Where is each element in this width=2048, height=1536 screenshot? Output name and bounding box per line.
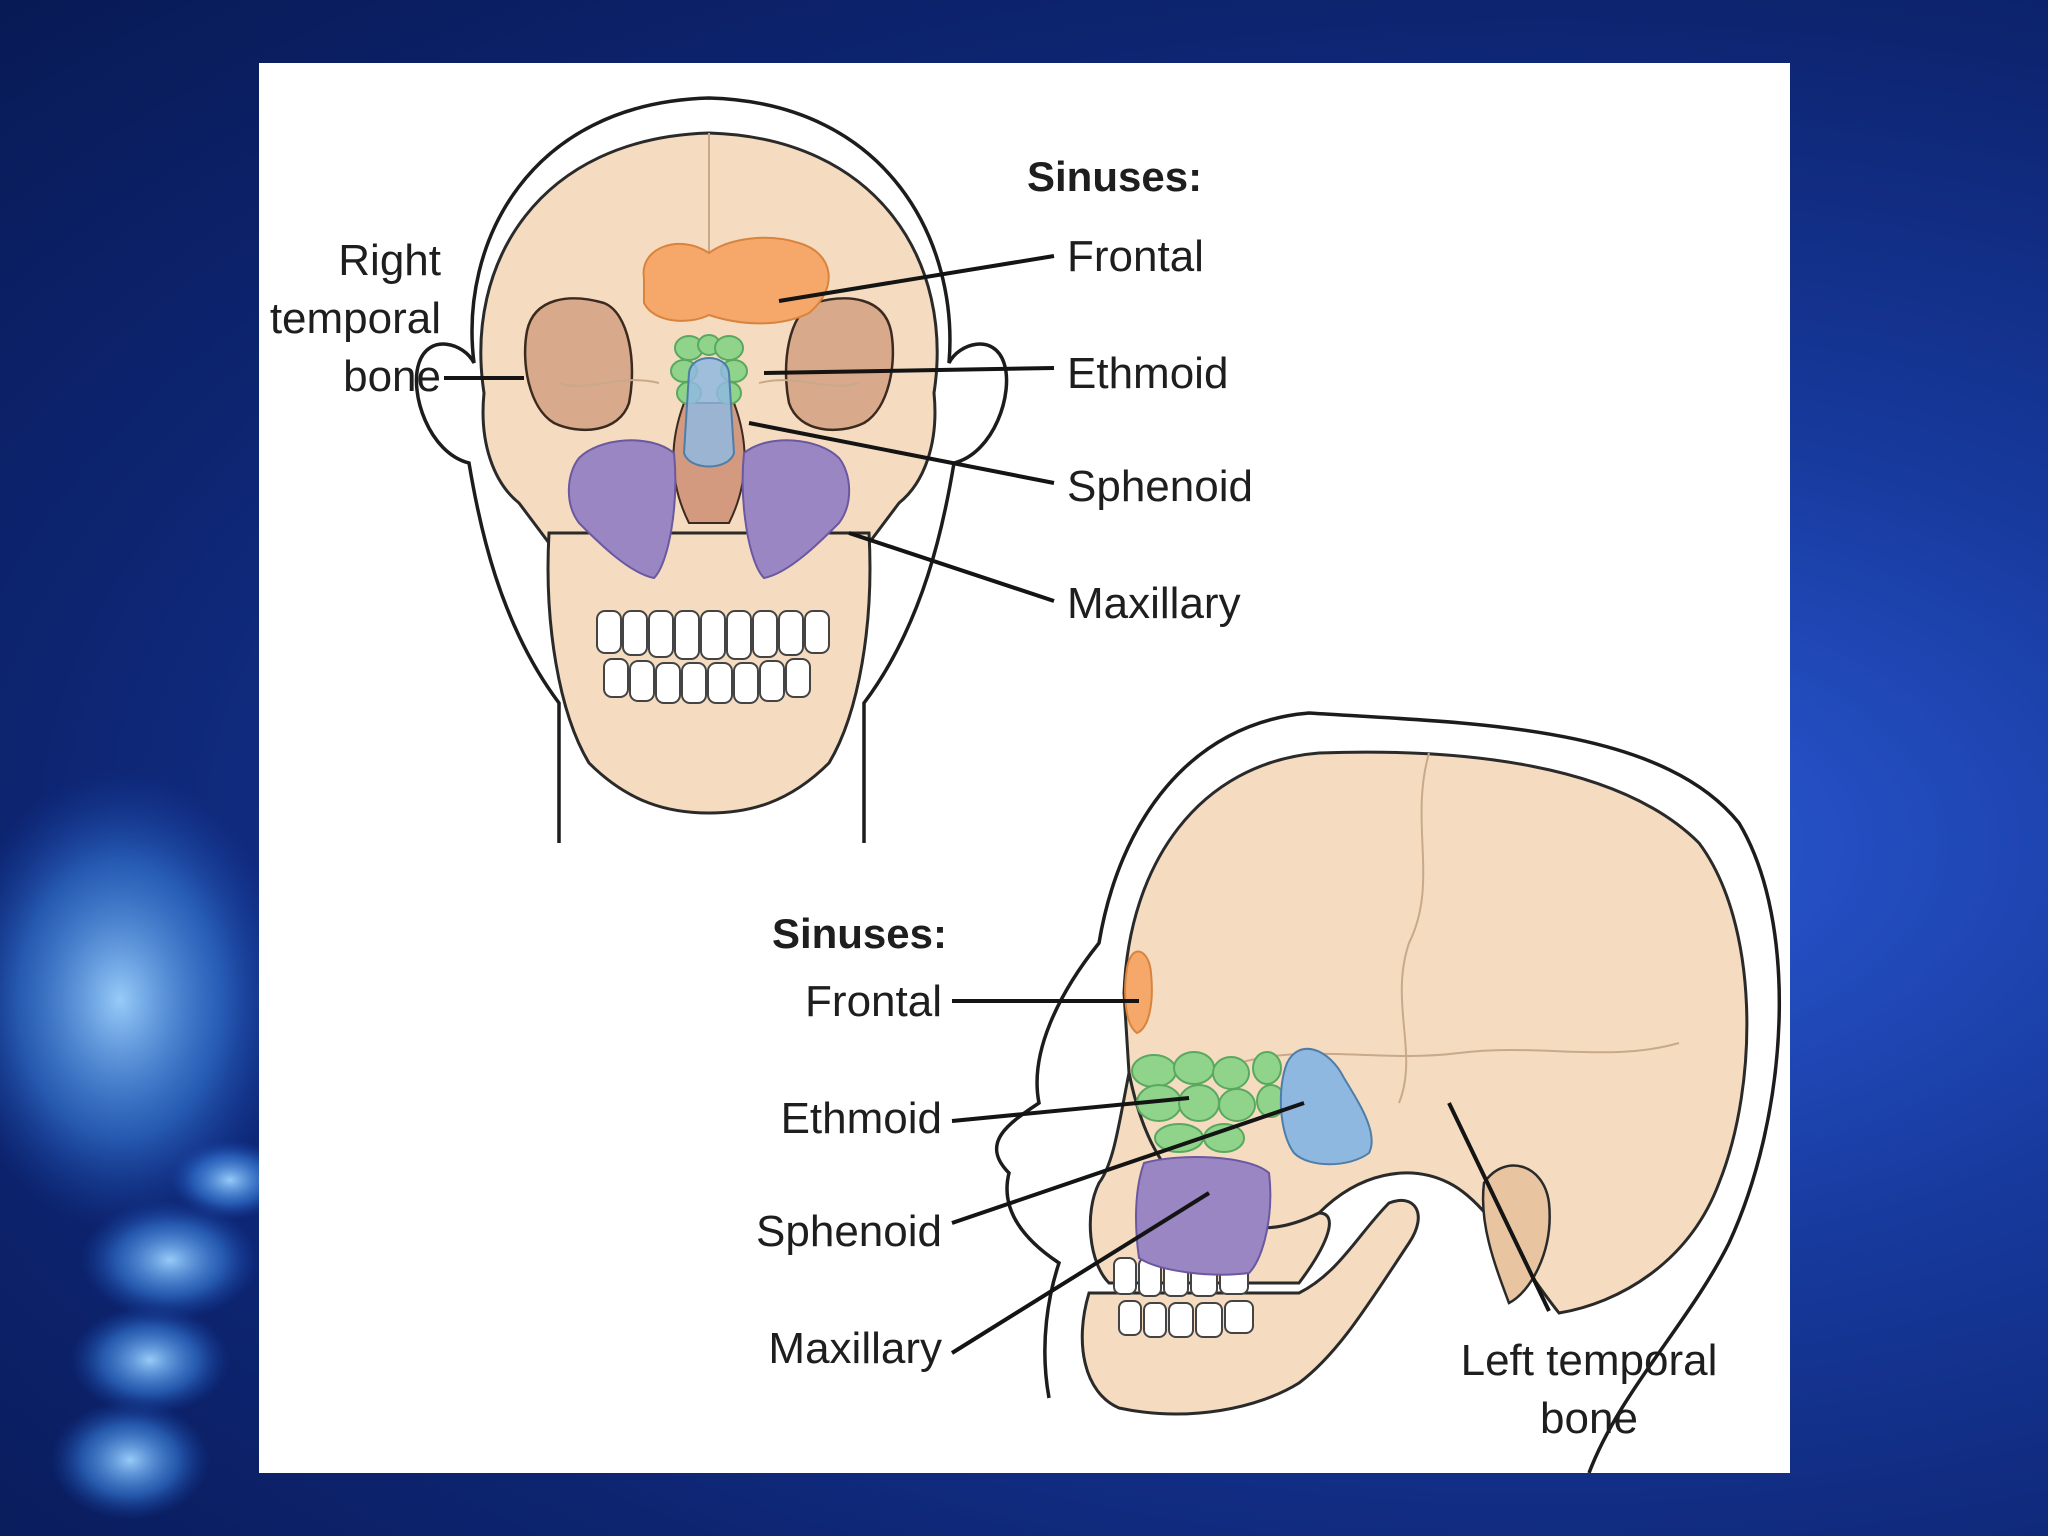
right-temporal-label-line2: temporal bbox=[270, 294, 441, 343]
right-temporal-label-line1: Right bbox=[338, 236, 441, 285]
lateral-leader-lines bbox=[950, 999, 1551, 1355]
lateral-label-maxillary: Maxillary bbox=[768, 1324, 942, 1373]
front-label-sphenoid: Sphenoid bbox=[1067, 462, 1253, 511]
front-maxillary-sinus-right bbox=[567, 439, 677, 580]
sinus-diagram: Sinuses: Frontal Ethmoid Sphenoid Maxill… bbox=[270, 96, 1782, 1473]
front-leader-lines bbox=[444, 254, 1055, 603]
right-temporal-label-line3: bone bbox=[343, 352, 441, 401]
lateral-label-sphenoid: Sphenoid bbox=[756, 1207, 942, 1256]
lateral-ethmoid-sinus bbox=[1131, 1051, 1286, 1153]
front-sinuses-header: Sinuses: bbox=[1027, 153, 1202, 200]
lateral-frontal-sinus bbox=[1124, 950, 1153, 1035]
front-teeth bbox=[596, 610, 830, 704]
diagram-panel: Sinuses: Frontal Ethmoid Sphenoid Maxill… bbox=[259, 63, 1790, 1473]
left-temporal-label-line2: bone bbox=[1540, 1394, 1638, 1443]
front-sphenoid-sinus bbox=[682, 357, 736, 468]
front-label-ethmoid: Ethmoid bbox=[1067, 349, 1228, 398]
lateral-maxillary-sinus bbox=[1135, 1156, 1272, 1276]
front-maxillary-sinus-left bbox=[741, 439, 851, 580]
lateral-head-outline bbox=[994, 711, 1782, 1473]
lateral-sphenoid-sinus bbox=[1279, 1047, 1373, 1166]
front-skull-view bbox=[414, 96, 1009, 843]
right-orbit bbox=[523, 297, 634, 432]
lateral-skull-view bbox=[994, 711, 1782, 1473]
front-sutures bbox=[558, 133, 860, 387]
front-label-frontal: Frontal bbox=[1067, 232, 1204, 281]
watermark-text: mgil.com bbox=[1079, 1420, 1191, 1451]
lateral-label-frontal: Frontal bbox=[805, 977, 942, 1026]
lateral-ear-region bbox=[1481, 1164, 1551, 1305]
left-orbit bbox=[784, 297, 895, 432]
front-head-outline bbox=[414, 96, 1009, 843]
lateral-sinuses-header: Sinuses: bbox=[772, 910, 947, 957]
front-frontal-sinus bbox=[642, 236, 830, 325]
front-label-maxillary: Maxillary bbox=[1067, 579, 1241, 628]
lateral-label-ethmoid: Ethmoid bbox=[781, 1094, 942, 1143]
left-temporal-label-line1: Left temporal bbox=[1461, 1336, 1718, 1385]
